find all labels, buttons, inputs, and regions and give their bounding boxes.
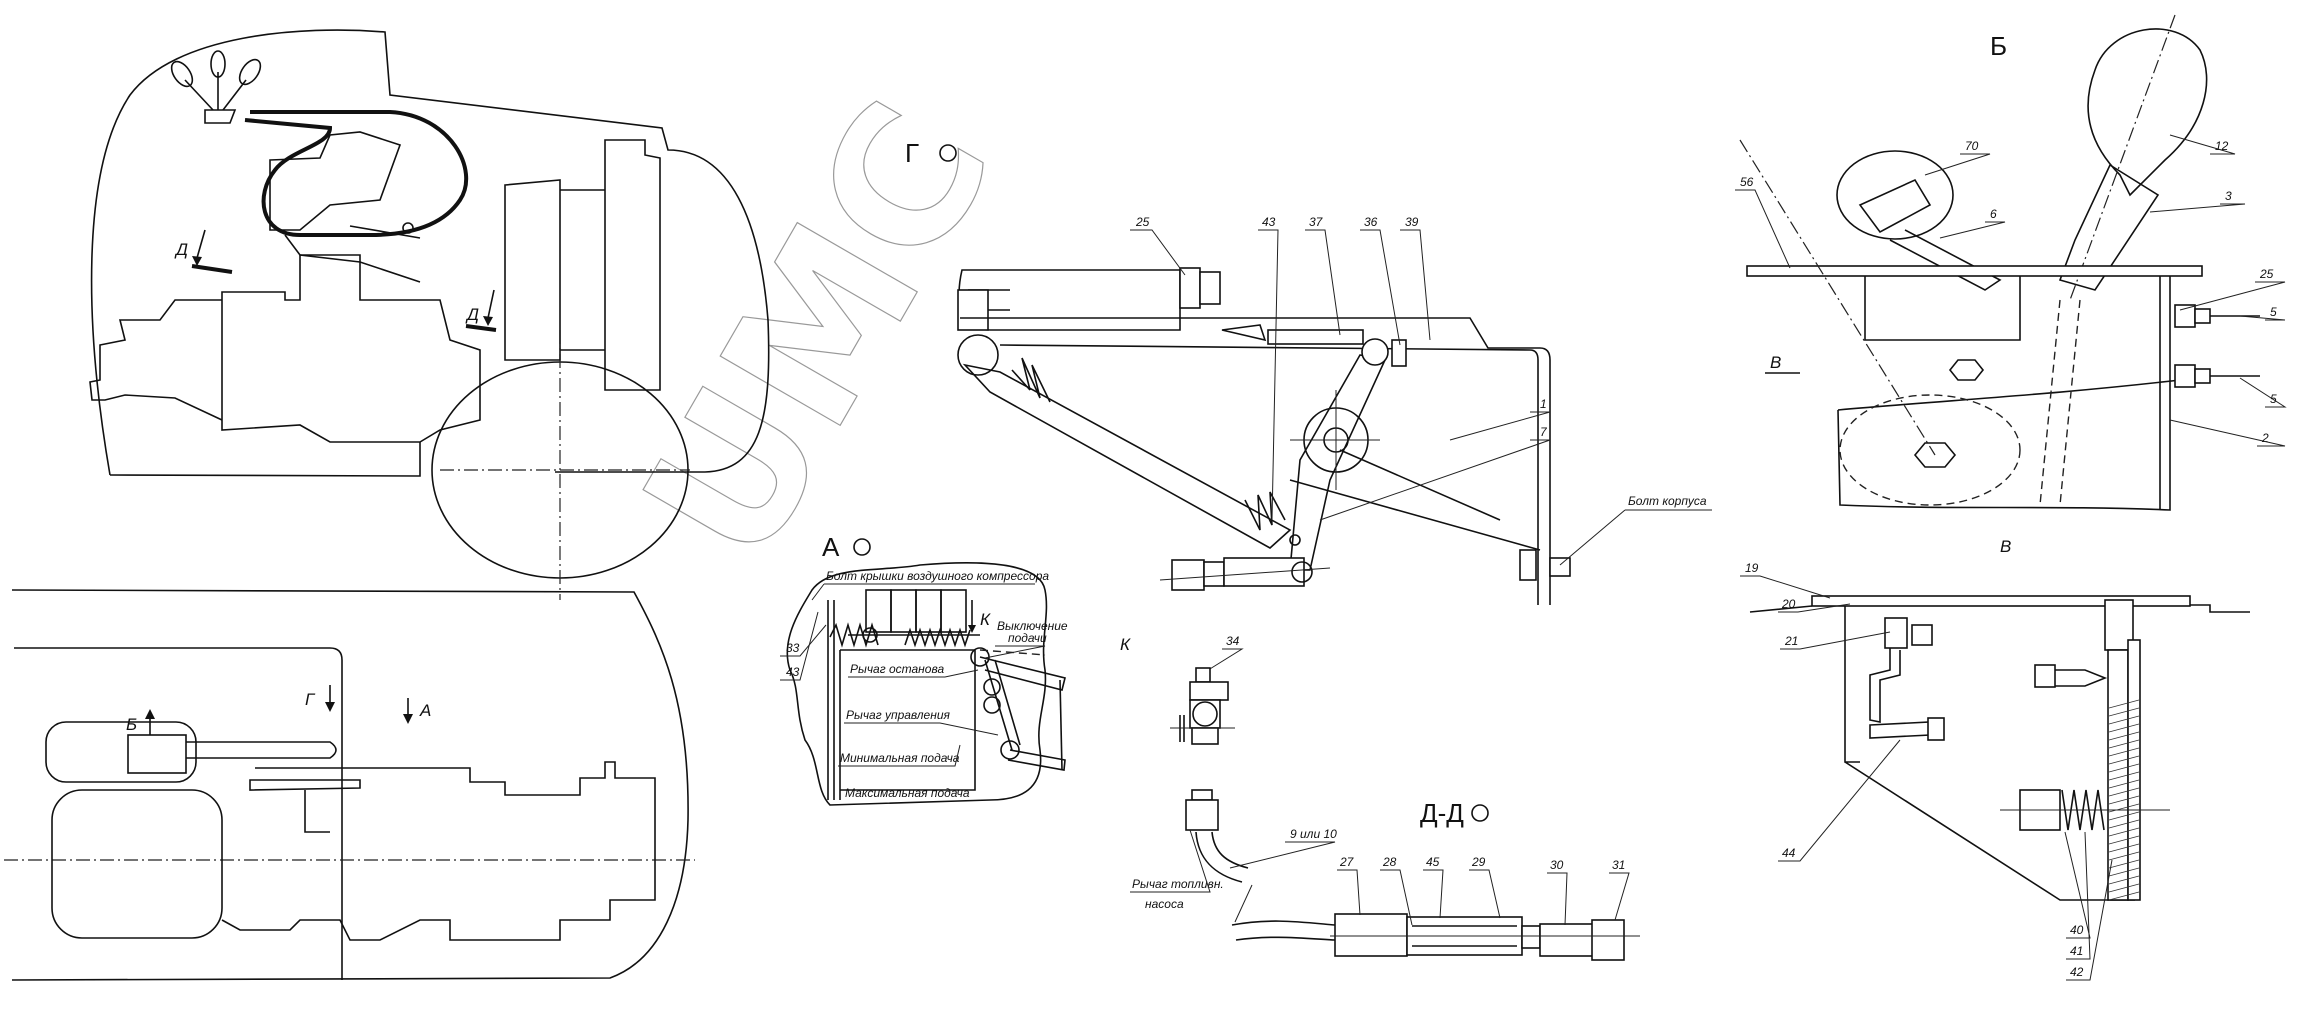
callout-36: 36 xyxy=(1364,215,1378,229)
view-g: Г 25 43 37 xyxy=(905,138,1712,605)
callout-40: 40 xyxy=(2070,923,2084,937)
label-max-feed: Максимальная подача xyxy=(845,786,970,800)
section-mark-d-1: Д xyxy=(174,240,188,259)
hatch-line xyxy=(2108,883,2140,893)
hatch-line xyxy=(2108,859,2140,869)
callout-44: 44 xyxy=(1782,846,1796,860)
callout-42: 42 xyxy=(2070,965,2084,979)
callout-5: 5 xyxy=(2270,305,2277,319)
hatch-line xyxy=(2108,771,2140,781)
hatch-line xyxy=(2108,747,2140,757)
label-control-lever: Рычаг управления xyxy=(846,708,951,722)
callout-30: 30 xyxy=(1550,858,1564,872)
label-min-feed: Минимальная подача xyxy=(840,751,960,765)
hatch-line xyxy=(2108,763,2140,773)
view-a: А К Болт крышки воздушного компрессора 3… xyxy=(780,532,1068,806)
callout-70: 70 xyxy=(1965,139,1979,153)
hatch-line xyxy=(2108,811,2140,821)
tractor-side-view: Д Д xyxy=(89,29,770,600)
callout-2: 2 xyxy=(2261,431,2269,445)
hatch-line xyxy=(2108,707,2140,717)
callout-12: 12 xyxy=(2215,139,2229,153)
hatch-line xyxy=(2108,843,2140,853)
callout-31: 31 xyxy=(1612,858,1625,872)
view-k: К 34 xyxy=(1120,634,1244,745)
callout-20: 20 xyxy=(1781,597,1796,611)
callout-27: 27 xyxy=(1339,855,1355,869)
callout-28: 28 xyxy=(1382,855,1397,869)
callout-56: 56 xyxy=(1740,175,1754,189)
view-v: В 19 20 21 44 40 41 42 xyxy=(1740,537,2250,981)
view-a-title: А xyxy=(822,532,840,562)
callout-25: 25 xyxy=(1135,215,1150,229)
view-a-k-arrow: К xyxy=(980,610,991,629)
callout-19: 19 xyxy=(1745,561,1759,575)
hatch-line xyxy=(2108,867,2140,877)
hatch-line xyxy=(2108,755,2140,765)
view-g-callouts: 25 43 37 36 39 1 7 Болт корпуса xyxy=(1130,215,1712,566)
callout-21: 21 xyxy=(1784,634,1798,648)
label-feed-off-2: подачи xyxy=(1008,631,1047,645)
hatch-line xyxy=(2108,787,2140,797)
label-feed-off: Выключение xyxy=(997,619,1068,633)
callout-1: 1 xyxy=(1540,397,1547,411)
view-b: Б В 56 70 12 6 3 25 5 5 xyxy=(1735,14,2287,511)
view-v-title: В xyxy=(2000,537,2011,556)
callout-34: 34 xyxy=(1226,634,1240,648)
control-levers-icon xyxy=(170,50,262,124)
callout-3: 3 xyxy=(2225,189,2232,203)
callout-6: 6 xyxy=(1990,207,1997,221)
callout-33: 33 xyxy=(786,641,800,655)
callout-45: 45 xyxy=(1426,855,1440,869)
tractor-plan-view: Г А Б xyxy=(4,589,695,981)
hatch-line xyxy=(2108,715,2140,725)
hatch-line xyxy=(2108,723,2140,733)
callout-7: 7 xyxy=(1540,425,1548,439)
callout-39: 39 xyxy=(1405,215,1419,229)
section-mark-d-2: Д xyxy=(465,305,479,324)
label-pump-lever: Рычаг топливн. xyxy=(1132,877,1224,891)
label-pump-lever-2: насоса xyxy=(1145,897,1184,911)
view-arrow-b: Б xyxy=(126,715,137,734)
hatch-line xyxy=(2108,779,2140,789)
view-b-title: Б xyxy=(1990,31,2007,61)
hatch-line xyxy=(2108,835,2140,845)
callout-43: 43 xyxy=(1262,215,1276,229)
hatch-line xyxy=(2108,851,2140,861)
hatching xyxy=(2108,699,2140,901)
callout-25: 25 xyxy=(2259,267,2274,281)
hatch-line xyxy=(2108,827,2140,837)
hatch-line xyxy=(2108,891,2140,901)
section-dd-title: Д-Д xyxy=(1420,798,1464,828)
view-arrow-g: Г xyxy=(305,690,316,709)
section-mark-v: В xyxy=(1770,353,1781,372)
hatch-line xyxy=(2108,731,2140,741)
hatch-line xyxy=(2108,739,2140,749)
hatch-line xyxy=(2108,795,2140,805)
view-g-title: Г xyxy=(905,138,919,168)
hatch-line xyxy=(2108,699,2140,709)
view-arrow-a: А xyxy=(419,701,431,720)
hatch-line xyxy=(2108,875,2140,885)
callout-41: 41 xyxy=(2070,944,2083,958)
callout-43: 43 xyxy=(786,665,800,679)
callout-body-bolt: Болт корпуса xyxy=(1628,494,1707,508)
view-k-title: К xyxy=(1120,635,1131,654)
hatch-line xyxy=(2108,819,2140,829)
label-compressor-bolt: Болт крышки воздушного компрессора xyxy=(826,569,1049,583)
label-stop-lever: Рычаг останова xyxy=(850,662,944,676)
hatch-line xyxy=(2108,803,2140,813)
section-dd: Д-Д Рычаг топливн. насоса 9 или 10 27 28… xyxy=(1130,789,1640,961)
callout-29: 29 xyxy=(1471,855,1486,869)
callout-37: 37 xyxy=(1309,215,1324,229)
callout-9-or-10: 9 или 10 xyxy=(1290,827,1337,841)
